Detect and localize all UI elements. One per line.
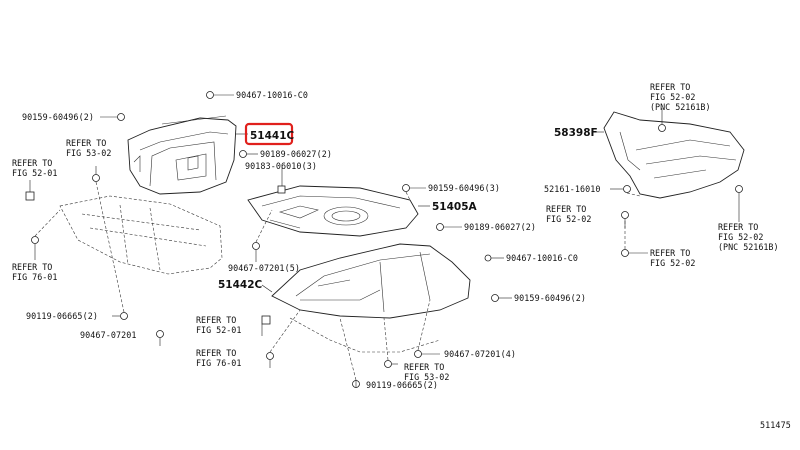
label-90467-07201-5[interactable]: 90467-07201(5) <box>228 263 300 273</box>
label-90119-06665-2[interactable]: 90119-06665(2) <box>26 311 98 321</box>
label-90467-10016-c0b[interactable]: 90467-10016-C0 <box>506 253 578 263</box>
label-58398f[interactable]: 58398F <box>554 127 598 139</box>
label-90159-60496-2[interactable]: 90159-60496(2) <box>22 112 94 122</box>
center-under-cover-51405a[interactable] <box>247 185 419 237</box>
lower-left-shield-outline <box>59 195 223 275</box>
label-90183-06010-3[interactable]: 90183-06010(3) <box>245 161 317 171</box>
label-51442c[interactable]: 51442C <box>218 279 263 291</box>
label-90467-07201[interactable]: 90467-07201 <box>80 330 137 340</box>
label-90119-06665-2b[interactable]: 90119-06665(2) <box>366 380 438 390</box>
label-51441c[interactable]: 51441C <box>250 130 295 142</box>
rear-under-cover-51442c[interactable] <box>271 243 471 353</box>
label-90467-10016-c0[interactable]: 90467-10016-C0 <box>236 90 308 100</box>
engine-under-cover-51441c[interactable] <box>127 115 237 195</box>
label-90159-60496-2b[interactable]: 90159-60496(2) <box>514 293 586 303</box>
label-90467-07201-4[interactable]: 90467-07201(4) <box>444 349 516 359</box>
label-52161-16010[interactable]: 52161-16010 <box>544 184 601 194</box>
label-90189-06027-2[interactable]: 90189-06027(2) <box>260 149 332 159</box>
label-90159-60496-3[interactable]: 90159-60496(3) <box>428 183 500 193</box>
label-90189-06027-2b[interactable]: 90189-06027(2) <box>464 222 536 232</box>
diagram-number: 511475 <box>760 420 791 430</box>
fasteners <box>25 91 743 388</box>
side-cover-58398f[interactable] <box>603 111 745 199</box>
leader-lines <box>29 94 740 388</box>
label-51405a[interactable]: 51405A <box>432 201 478 213</box>
highlight-box <box>244 122 294 146</box>
